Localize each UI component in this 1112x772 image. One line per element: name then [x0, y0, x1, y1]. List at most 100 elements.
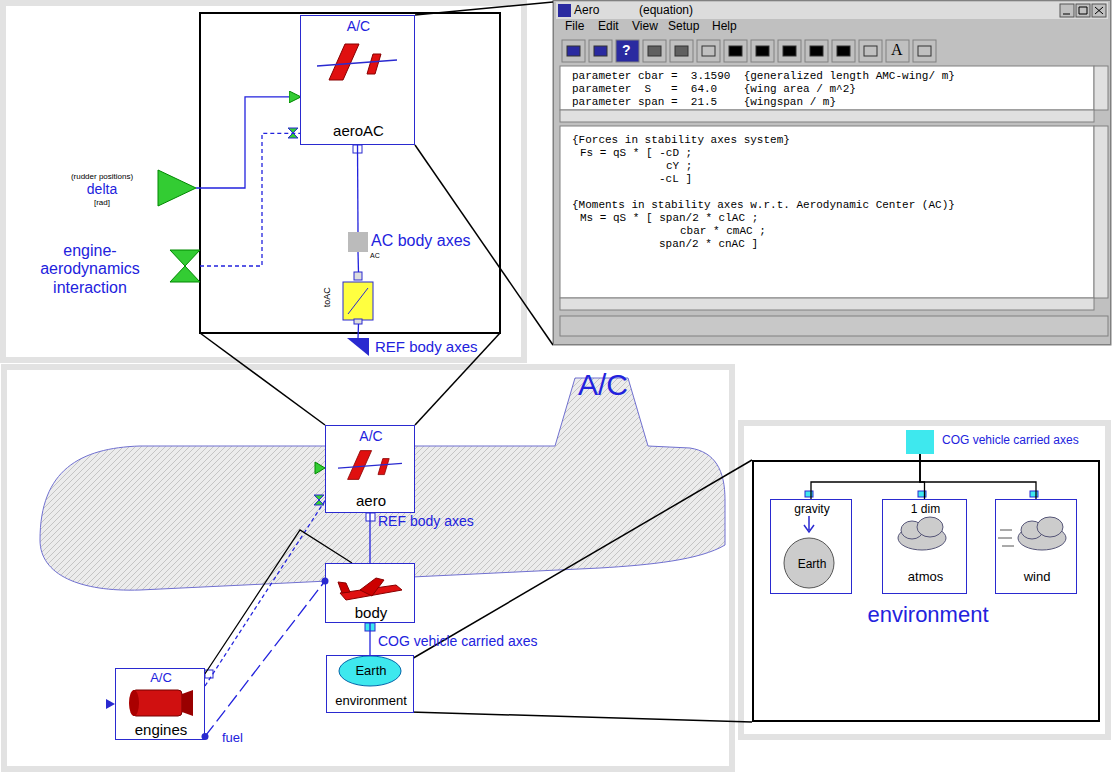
window-chrome — [1094, 126, 1108, 298]
airplane-icon — [348, 451, 372, 480]
airplane-icon — [338, 451, 402, 480]
axes-connector: COG vehicle carried axes — [906, 430, 934, 454]
window-chrome — [859, 40, 882, 62]
window-chrome — [756, 46, 769, 56]
window-chrome — [810, 46, 823, 56]
window-chrome — [724, 40, 747, 62]
node-text: Earth — [771, 558, 853, 572]
airplane-icon — [317, 60, 397, 66]
connector-symbol — [906, 430, 934, 454]
block-box: 1 dimatmos — [882, 499, 967, 594]
zoom-line — [200, 2, 752, 722]
window-chrome — [560, 298, 1094, 310]
zoom-line — [415, 2, 553, 15]
node-text: A/C — [301, 18, 416, 34]
node-text: aeroAC — [301, 122, 416, 139]
window-chrome — [1094, 66, 1108, 110]
earth-symbol — [804, 516, 814, 532]
block-fill — [115, 15, 415, 740]
node-text: A/C — [116, 671, 206, 686]
node-text: gravity — [771, 503, 853, 517]
node-text: body — [326, 604, 416, 621]
transform-symbol — [354, 272, 362, 280]
dashed-connector — [205, 581, 325, 736]
window-chrome — [553, 0, 1111, 345]
body-icon — [338, 578, 402, 600]
label-text: COG vehicle carried axes — [378, 633, 538, 649]
cloud-symbol — [917, 517, 943, 537]
block-box: A/C engines — [115, 668, 205, 740]
window-chrome — [751, 40, 774, 62]
node-text: engines — [116, 721, 206, 738]
window-chrome — [589, 40, 612, 62]
block-box: A/C aeroAC — [300, 15, 415, 145]
interaction-connector: engine- aerodynamics interaction — [170, 250, 200, 282]
window-chrome — [594, 46, 607, 56]
node-text: 1 dim — [883, 503, 968, 517]
window-chrome — [729, 46, 742, 56]
node-text: environment — [327, 694, 415, 709]
connector-symbol — [1030, 491, 1038, 497]
code-line: -cL ] — [659, 173, 692, 186]
label-text: View — [632, 20, 658, 34]
connector-line — [196, 97, 300, 188]
panel-frame — [4, 367, 732, 769]
label-text: ? — [622, 42, 631, 58]
block-box: Earthenvironment — [326, 655, 414, 713]
window-chrome — [886, 40, 909, 62]
code-line: {Forces in stability axes system} — [572, 134, 790, 147]
node-text: toAC — [322, 282, 332, 312]
airplane-icon — [378, 459, 389, 475]
equation-window: Aero (equation) — [553, 0, 1111, 345]
engine-icon — [132, 690, 182, 716]
node-text: delta — [50, 181, 154, 197]
label-text: A — [891, 41, 903, 59]
panel-frame — [3, 3, 524, 360]
window-chrome — [558, 4, 571, 17]
axes-connector: REF body axes — [347, 338, 369, 356]
window-chrome — [560, 66, 1094, 110]
engine-icon — [129, 690, 193, 716]
connector-line — [357, 252, 359, 272]
node-text: A/C — [326, 428, 416, 444]
window-chrome — [556, 2, 1108, 19]
window-chrome — [864, 46, 877, 56]
code-line: parameter S = 64.0 {wing area / m^2} — [572, 83, 856, 96]
label-text: Edit — [598, 20, 619, 34]
window-chrome — [913, 40, 936, 62]
window-chrome — [648, 46, 661, 56]
node-text: wind — [996, 570, 1078, 585]
connector-line — [369, 513, 370, 563]
window-chrome — [1076, 4, 1090, 17]
transform-symbol — [343, 272, 373, 324]
node-text: (rudder positions) — [50, 172, 154, 181]
label-text: Help — [712, 20, 737, 34]
node-text: Aero — [574, 4, 599, 18]
window-chrome — [702, 46, 715, 56]
label-text: File — [565, 20, 584, 34]
window-chrome — [1063, 7, 1103, 14]
node-text: AC — [370, 252, 380, 260]
connector-line — [357, 145, 359, 232]
code-line: cbar * cmAC ; — [680, 225, 766, 238]
connector-symbol — [170, 250, 200, 282]
zoom-line — [410, 460, 752, 660]
airplane-icon — [317, 44, 397, 80]
window-chrome — [560, 110, 1094, 122]
window-chrome — [837, 46, 850, 56]
node-text: (equation) — [639, 4, 693, 18]
airplane-icon — [338, 463, 402, 468]
window-chrome — [560, 126, 1094, 298]
code-line: {Moments in stability axes w.r.t. Aerody… — [572, 199, 955, 212]
label-text: fuel — [222, 731, 243, 746]
connector-line — [369, 623, 370, 655]
block-box: body — [325, 563, 415, 623]
body-icon — [338, 582, 350, 593]
airplane-icon — [367, 54, 381, 74]
cloud-symbol — [998, 530, 1014, 546]
block-fill — [115, 668, 205, 740]
aircraft-silhouette — [40, 378, 725, 590]
block-fill — [325, 425, 415, 513]
